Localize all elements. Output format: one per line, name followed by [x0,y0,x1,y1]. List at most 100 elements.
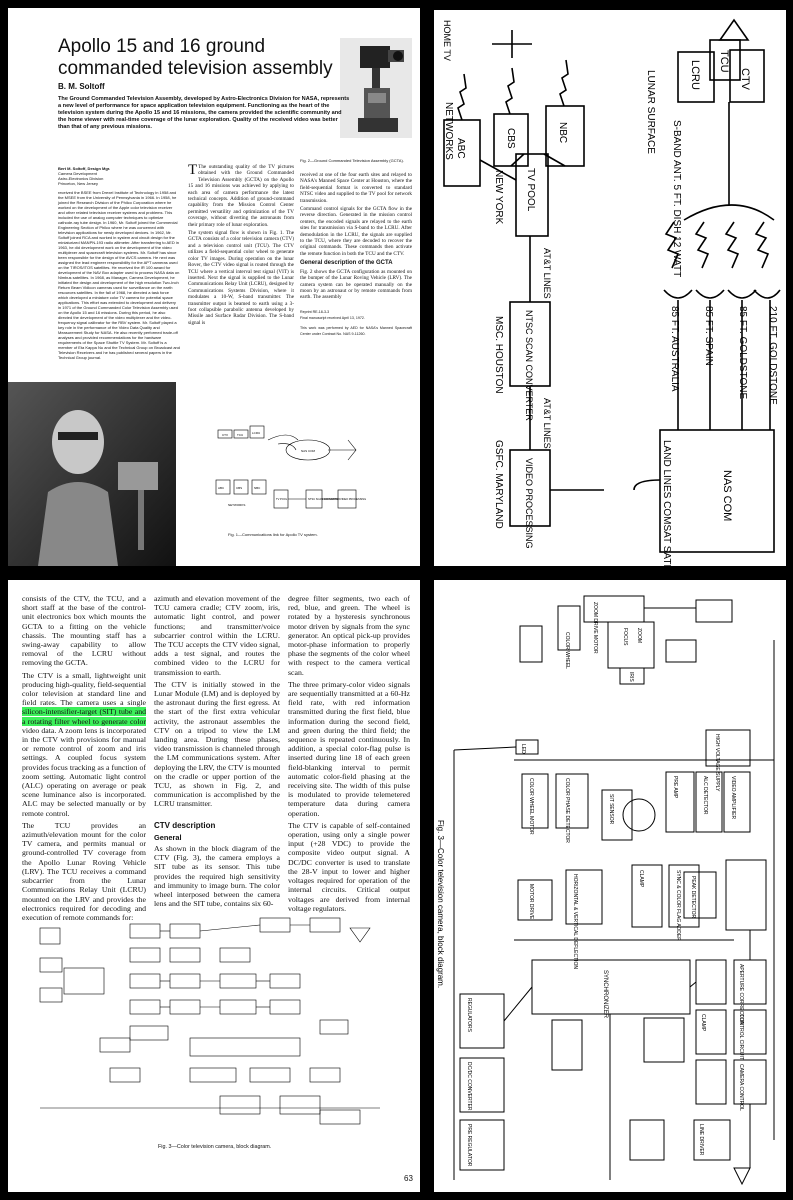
label-goldstone-85: 85 FT. GOLDSTONE [737,306,748,400]
author-bio: Bert M. Soltoff, Design Mgr. Camera Deve… [58,166,180,360]
blk-color-phase: COLOR PHASE DETECTOR [564,778,570,843]
label-ntsc: NTSC SCAN CONVERTER [524,310,534,421]
fig1-small-diagram: CTV TCU LCRU NAS COM ABC CBS NBC TV POOL… [215,425,366,509]
fig1-diagram-svg: LCRU TCU CTV LUNAR SURFACE S-BAND ANT. 5… [442,18,781,566]
blk-clamp: CLAMP [638,870,644,888]
blk-dcdc: DC/DC CONVERTER [466,1062,472,1111]
blk-aperture: APERTURE CORRECTOR [738,964,744,1025]
fig1-small-label-ctv: CTV [222,433,228,437]
fig1-communications-link-diagram: LCRU TCU CTV LUNAR SURFACE S-BAND ANT. 5… [434,10,786,566]
label-video-processing: VIDEO PROCESSING [524,458,534,549]
p3-para-consists: consists of the CTV, the TCU, and a shor… [22,594,146,668]
p3-column-a: consists of the CTV, the TCU, and a shor… [22,594,146,925]
page-number: 63 [404,1174,413,1183]
blk-color-wheel-motor: COLOR WHEEL MOTOR [528,778,534,835]
blk-video-amp: VIDEO AMPLIFIER [730,776,736,819]
blk-pre-regulator: PRE REGULATOR [466,1124,472,1167]
label-goldstone-210: 210 FT. GOLDSTONE [767,306,778,405]
blk-color-wheel: COLOR WHEEL [564,632,570,669]
p3-para-three-primary: The three primary-color video signals ar… [288,679,410,818]
blk-regulators: REGULATORS [466,998,472,1033]
blk-focus: FOCUS [622,628,628,646]
blk-alc-detector: ALC DETECTOR [702,776,708,815]
blk-synchronizer: SYNCHRONIZER [602,970,608,1019]
fig2-caption: Fig. 2—Ground Commanded Television Assem… [300,158,404,163]
label-sband-antenna: S-BAND ANT. 5 FT. DISH 12 WATT [671,120,682,277]
blk-peak-detector: PEAK DETECTOR [690,876,696,919]
fig3-small-diagram [39,917,380,1125]
article-title: Apollo 15 and 16 ground commanded televi… [58,36,333,79]
blk-zoom: ZOOM [636,628,642,643]
received-note: Final manuscript received April 13, 1972… [300,316,365,321]
fig1-small-label-nbc: NBC [254,486,261,490]
label-ctv: CTV [739,68,751,91]
fig1-small-label-video: VIDEO PROCESSING [340,497,366,501]
ctv-box [729,49,765,103]
bio-location: Princeton, New Jersey [58,181,99,186]
column-b: received at one of the four earth sites … [300,172,412,337]
fig3-rotated-caption: Fig. 3—Color television camera, block di… [436,820,445,988]
blk-zoom-drive: ZOOM DRIVE MOTOR [592,602,598,654]
label-msc: MSC. HOUSTON [493,316,504,394]
p3-fig3-caption: Fig. 3—Color television camera, block di… [158,1144,272,1150]
fig1-small-caption: Fig. 1—Communications link for Apollo TV… [228,532,318,537]
label-gsfc: GSFC. MARYLAND [493,440,504,529]
fig1-small-label-cbs: CBS [236,486,242,490]
blk-camera-control: CAMERA CONTROL [738,1064,744,1111]
blk-sync-adder: SYNC & COLOR FLAG ADDER [675,870,681,941]
blk-deflection: HORIZONTAL & VERTICAL DEFLECTION [572,874,578,969]
label-home-tv: HOME TV [442,20,452,61]
heading-ctv-description: CTV description [154,820,216,830]
label-tv-pool: TV POOL [525,168,536,212]
para-signal-flow: The system signal flow is shown in Fig. … [188,230,294,326]
p3-column-c: degree filter segments, two each of red,… [288,594,410,916]
heading-general: General [154,832,182,842]
contract-note: This work was performed by AED for NASA'… [300,325,412,336]
fig1-small-label-tcu: TCU [237,433,243,437]
label-new-york: NEW YORK [493,170,504,225]
fig1-small-label-nascom: NAS COM [301,449,316,453]
label-landlines: LAND LINES COMSAT SATELLITE [661,440,672,566]
blk-sit-sensor: SIT SENSOR [608,794,614,825]
fig3-color-camera-block-diagram: ZOOM DRIVE MOTOR FOCUS ZOOM IRIS COLOR W… [434,580,786,1192]
blk-pre-amp: PRE AMP [672,776,678,799]
label-nascom: NAS COM [721,470,733,521]
bio-text: received the BSEE from Drexel Institute … [58,190,181,360]
para-command: Command control signals for the GCTA flo… [300,206,412,257]
label-lunar-surface: LUNAR SURFACE [645,70,656,154]
fig1-small-label-abc: ABC [218,486,225,490]
p3-para-azimuth: azimuth and elevation movement of the TC… [154,594,280,677]
label-lcru: LCRU [689,60,701,90]
label-att-1: AT&T LINES [542,398,552,449]
bio-name: Bert M. Soltoff, Design Mgr. [58,166,111,171]
p3-para-stowed: The CTV is initially stowed in the Lunar… [154,679,280,809]
label-networks: NETWORKS [443,102,454,160]
p3-para-filter: degree filter segments, two each of red,… [288,594,410,677]
p3-para-tcu: The TCU provides an azimuth/elevation mo… [22,820,146,922]
article-author: B. M. Soltoff [58,82,105,91]
lcru-box [677,51,715,103]
para-received: received at one of the four earth sites … [300,172,412,204]
highlighted-text: silicon-intensifier-target (SIT) tube an… [22,707,146,726]
blk-iris: IRIS [628,672,634,682]
fig1-small-label-ntsc: NTSC SCAN CONVERTER [308,497,340,501]
p3-para-self-contained: The CTV is capable of self-contained ope… [288,820,410,913]
article-abstract: The Ground Commanded Television Assembly… [58,96,350,130]
nascom-box [659,429,775,553]
label-tcu: TCU [718,50,730,73]
reprint-note: Reprint RE-18-3-3 [300,309,330,314]
blk-led: LED [520,744,526,754]
label-abc: ABC [455,138,466,159]
p3-column-b: azimuth and elevation movement of the TC… [154,594,280,912]
blk-high-voltage: HIGH VOLTAGE SUPPLY [714,734,720,792]
fig3-diagram-svg: ZOOM DRIVE MOTOR FOCUS ZOOM IRIS COLOR W… [436,595,775,1186]
page-1-article-start: Apollo 15 and 16 ground commanded televi… [8,8,420,566]
page-3-article-continued: consists of the CTV, the TCU, and a shor… [8,580,420,1192]
fig1-small-label-lcru: LCRU [252,431,260,435]
author-photo [8,382,176,566]
fig1-small-label-networks: NETWORKS [228,503,245,507]
label-cbs: CBS [505,128,516,149]
blk-line-driver: LINE DRIVER [698,1124,704,1156]
